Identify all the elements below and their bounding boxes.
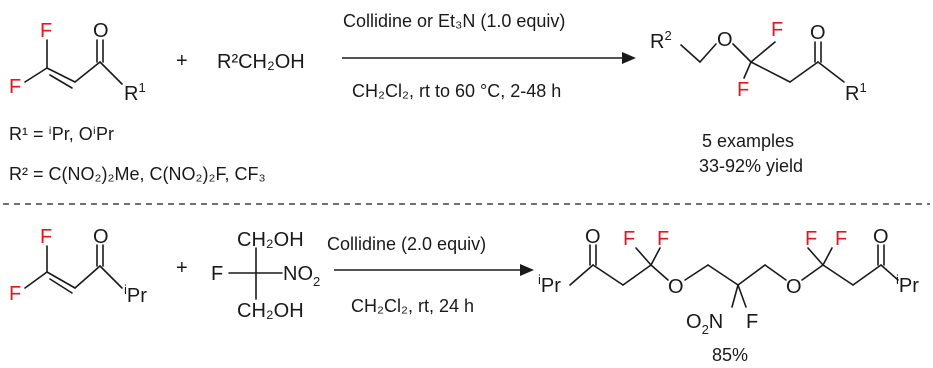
ipr-group: iPr bbox=[124, 282, 147, 307]
reaction-1: F F O R1 + R²CH₂OH Collidine or Et₃N (1.… bbox=[9, 11, 867, 184]
ketone-o-atom: O bbox=[810, 22, 826, 44]
reaction-arrow-2 bbox=[334, 264, 534, 276]
yield-85: 85% bbox=[712, 345, 748, 365]
f-atom-p1-top: F bbox=[771, 19, 783, 41]
fluoronitro-diol-structure: CH₂OH CH₂OH F NO2 bbox=[211, 229, 320, 322]
f-left-1: F bbox=[623, 228, 635, 250]
f-atom-bottom: F bbox=[9, 76, 21, 98]
o-ether-right: O bbox=[786, 276, 802, 298]
difluoroenone-ipr-structure: F F O iPr bbox=[9, 226, 147, 307]
conditions-above-1: Collidine or Et₃N (1.0 equiv) bbox=[343, 11, 565, 31]
f-atom-r2-top: F bbox=[40, 226, 52, 248]
f-right-2: F bbox=[835, 228, 847, 250]
r1-difluoroenone-structure: F F O R1 bbox=[9, 20, 146, 105]
r1-group: R1 bbox=[124, 80, 146, 105]
r2-definition: R² = C(NO₂)₂Me, C(NO₂)₂F, CF₃ bbox=[9, 164, 266, 184]
o-ketone-left: O bbox=[585, 226, 601, 248]
ipr-right: iPr bbox=[896, 272, 919, 297]
plus-sign: + bbox=[176, 50, 188, 72]
f-atom-top: F bbox=[40, 20, 52, 42]
examples-count: 5 examples bbox=[702, 131, 794, 151]
reaction-arrow-1 bbox=[342, 52, 636, 64]
plus-sign-2: + bbox=[176, 257, 188, 279]
ether-o-atom: O bbox=[717, 29, 733, 51]
conditions-below-1: CH₂Cl₂, rt to 60 °C, 2-48 h bbox=[352, 81, 561, 101]
o-atom-r2: O bbox=[93, 226, 109, 248]
o-ketone-right: O bbox=[873, 226, 889, 248]
ch2oh-top: CH₂OH bbox=[237, 229, 304, 251]
reaction-2: F F O iPr + CH₂OH CH₂OH F NO2 Collidine … bbox=[9, 226, 919, 365]
f-right-1: F bbox=[805, 228, 817, 250]
f-atom-r2-bottom: F bbox=[9, 283, 21, 305]
alcohol-reagent: R²CH₂OH bbox=[217, 51, 305, 73]
o-atom: O bbox=[93, 20, 109, 42]
f-left-2: F bbox=[657, 228, 669, 250]
r1-definition: R¹ = ⁱPr, OⁱPr bbox=[9, 124, 114, 144]
product-1-structure: R2 O F F O R1 bbox=[650, 19, 867, 105]
f-center: F bbox=[746, 311, 758, 333]
o2n-group: O2N bbox=[686, 311, 723, 337]
ch2oh-bottom: CH₂OH bbox=[237, 300, 304, 322]
yield-range: 33-92% yield bbox=[699, 156, 803, 176]
conditions-above-2: Collidine (2.0 equiv) bbox=[327, 234, 486, 254]
r1-group-product: R1 bbox=[845, 80, 867, 105]
ipr-left: iPr bbox=[538, 272, 561, 297]
nitro-group: NO2 bbox=[283, 263, 320, 289]
r2-group: R2 bbox=[650, 28, 672, 53]
bis-product-structure: iPr O F F O O2N F O F F bbox=[538, 226, 919, 337]
f-atom-p1-bottom: F bbox=[737, 79, 749, 101]
f-atom-diol: F bbox=[211, 263, 223, 285]
o-ether-left: O bbox=[668, 276, 684, 298]
conditions-below-2: CH₂Cl₂, rt, 24 h bbox=[351, 296, 474, 316]
